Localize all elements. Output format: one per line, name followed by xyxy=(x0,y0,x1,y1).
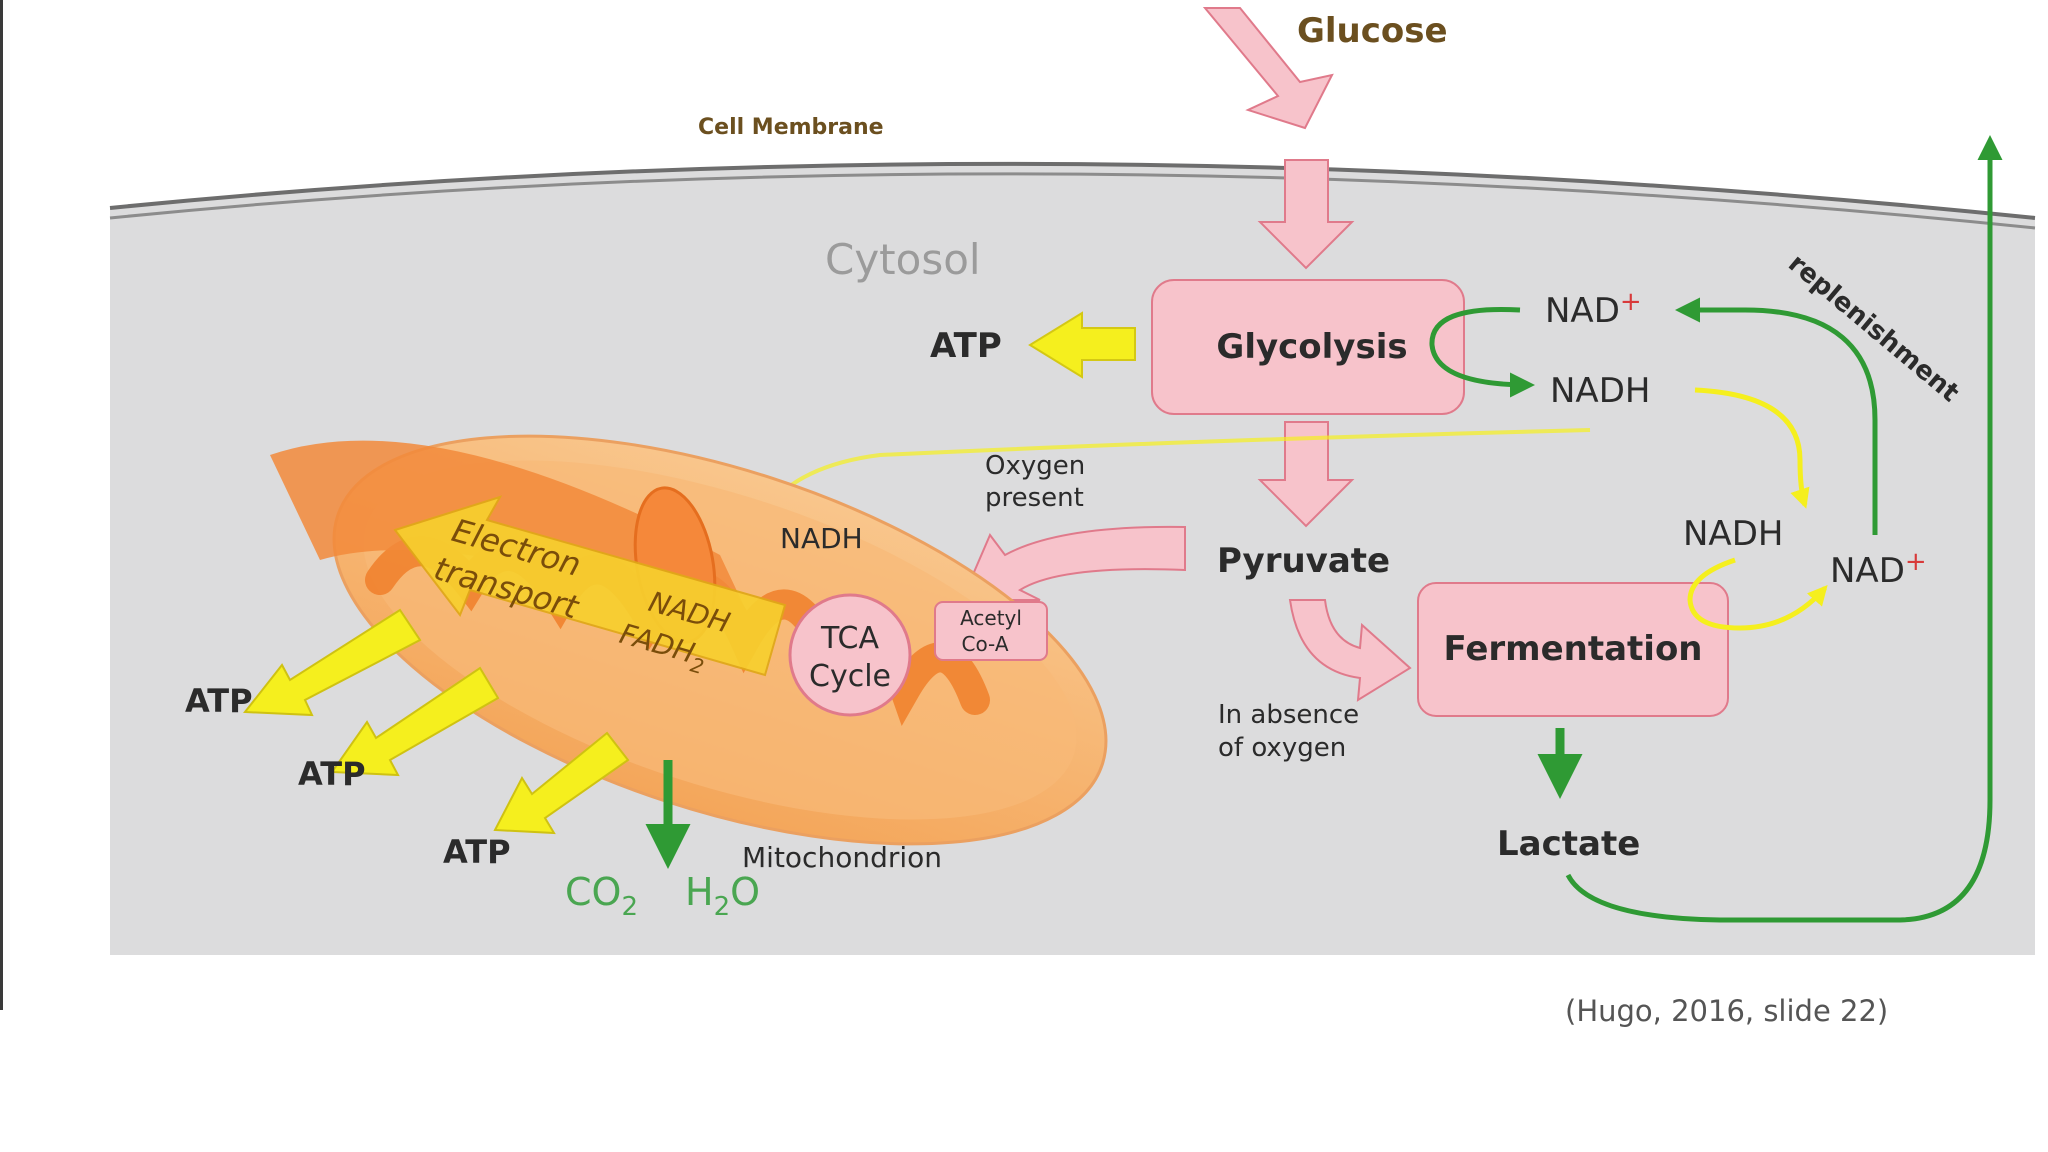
arrow-to-glycolysis xyxy=(1257,159,1355,270)
nadh-fermentation-label: NADH xyxy=(1683,514,1783,554)
atp-arrow-glycolysis xyxy=(1028,311,1136,379)
nad-top-plus: + xyxy=(1620,287,1642,317)
nad-top-label: NAD+ xyxy=(1545,287,1642,331)
slide-left-border xyxy=(0,0,3,1010)
nadh-to-fermentation-arrow xyxy=(1694,387,1810,509)
cell-membrane-label: Cell Membrane xyxy=(698,115,884,140)
atp-glycolysis-label: ATP xyxy=(930,326,1002,366)
lactate-label: Lactate xyxy=(1497,824,1640,864)
atp-arrow-3 xyxy=(493,731,630,835)
mitochondrion-label: Mitochondrion xyxy=(742,841,942,874)
tca-cycle-circle xyxy=(788,593,912,717)
absence-oxygen-arrow xyxy=(1288,599,1412,702)
atp-label-3: ATP xyxy=(443,833,511,871)
nad-to-nadh-loop xyxy=(1429,306,1535,398)
absence-oxygen-label-2: of oxygen xyxy=(1218,733,1346,763)
absence-oxygen-label-1: In absence xyxy=(1218,700,1359,730)
cytosol-label: Cytosol xyxy=(825,235,981,284)
co2-label: CO2 xyxy=(565,870,638,922)
fermentation-box xyxy=(1417,582,1729,717)
acetyl-label-2: Co-A xyxy=(961,632,1008,656)
glucose-entry-arrow xyxy=(1202,7,1334,130)
nad-fermentation-label: NAD+ xyxy=(1830,547,1927,591)
h2o-o: O xyxy=(730,870,760,914)
nad-ferm-plus: + xyxy=(1905,547,1927,577)
nad-ferm-text: NAD xyxy=(1830,551,1905,591)
h2o-h: H xyxy=(685,870,714,914)
glucose-label: Glucose xyxy=(1297,11,1448,51)
arrow-to-pyruvate xyxy=(1257,421,1355,528)
nadh-top-label: NADH xyxy=(1550,371,1650,411)
fadh-subscript: 2 xyxy=(688,652,707,679)
fermentation-label: Fermentation xyxy=(1443,629,1702,669)
fermentation-nad-loop xyxy=(1687,557,1828,631)
co2-text: CO xyxy=(565,870,621,914)
h2o-label: H2O xyxy=(685,870,760,922)
acetyl-label-1: Acetyl xyxy=(960,606,1022,630)
nadh-mito-label: NADH xyxy=(780,522,863,555)
pyruvate-label: Pyruvate xyxy=(1217,541,1390,581)
lactate-export-arrow xyxy=(1565,135,2003,923)
atp-label-1: ATP xyxy=(185,682,253,720)
acetyl-coa-box xyxy=(934,601,1048,661)
atp-arrow-1 xyxy=(243,608,422,717)
electron-transport-arrow xyxy=(393,495,787,677)
oxygen-present-label-2: present xyxy=(985,483,1084,513)
glycolysis-box xyxy=(1151,279,1465,415)
replenishment-arrow xyxy=(1675,297,1878,535)
citation: (Hugo, 2016, slide 22) xyxy=(1565,994,1889,1028)
tca-label-2: Cycle xyxy=(809,659,891,694)
glycolysis-label: Glycolysis xyxy=(1216,327,1407,367)
h2o-subscript: 2 xyxy=(714,892,731,922)
cell-membrane xyxy=(109,161,2036,220)
cell-membrane-inner xyxy=(109,172,2036,230)
atp-arrow-2 xyxy=(330,666,500,777)
tca-label-1: TCA xyxy=(820,621,880,656)
nad-top-text: NAD xyxy=(1545,291,1620,331)
oxygen-present-label-1: Oxygen xyxy=(985,451,1085,481)
atp-label-2: ATP xyxy=(298,755,366,793)
co2-subscript: 2 xyxy=(621,892,638,922)
